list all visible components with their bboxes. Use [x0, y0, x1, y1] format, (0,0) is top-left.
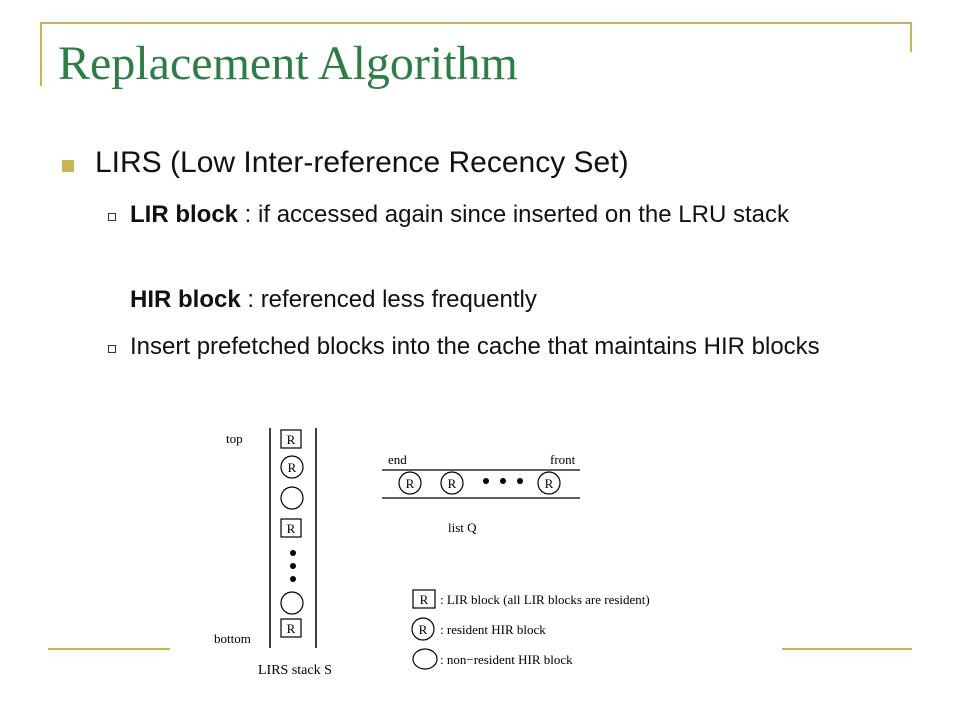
stack-resident-hir-block-1: [280, 455, 304, 479]
list-front-label: front: [550, 452, 576, 467]
bullet-square-icon: [62, 160, 74, 172]
sub-bullet-icon: [108, 345, 116, 353]
list-resident-hir-block-3: [537, 471, 561, 495]
block-letter: R: [420, 592, 429, 607]
legend-lir-text: : LIR block (all LIR blocks are resident…: [440, 592, 650, 607]
legend-nonresident-hir-text: : non−resident HIR block: [440, 652, 573, 667]
stack-lir-block-2: [280, 518, 302, 538]
block-letter: R: [288, 460, 297, 475]
stack-ellipsis-dot: [290, 550, 296, 556]
lirs-diagram: top bottom LIRS stack S R R R R end fron…: [170, 410, 782, 692]
legend-resident-hir-text: : resident HIR block: [440, 622, 546, 637]
list-end-label: end: [388, 452, 407, 467]
stack-lir-block-3: [280, 618, 302, 638]
list-resident-hir-block-2: [440, 471, 464, 495]
slide-title: Replacement Algorithm: [58, 37, 518, 90]
sub-bullet-icon: [108, 213, 116, 221]
stack-ellipsis-dot: [290, 563, 296, 569]
frame-left-line: [40, 22, 42, 86]
block-letter: R: [406, 476, 415, 491]
block-letter: R: [545, 476, 554, 491]
stack-nonresident-hir-block-1: [280, 486, 304, 510]
frame-right-line: [910, 22, 912, 52]
legend-nonresident-hir-icon: [412, 648, 438, 670]
stack-caption: LIRS stack S: [258, 663, 332, 678]
lir-block-term: LIR block: [130, 201, 239, 228]
legend-lir-block-icon: [412, 589, 436, 609]
list-ellipsis-dot: [483, 478, 489, 484]
stack-top-label: top: [226, 431, 243, 446]
block-letter: R: [287, 432, 296, 447]
frame-top-line: [40, 22, 912, 24]
frame-bottom-right-line: [782, 648, 912, 650]
lir-block-definition: : if accessed again since inserted on th…: [238, 201, 789, 228]
legend-resident-hir-icon: [411, 617, 435, 641]
block-letter: R: [287, 521, 296, 536]
lirs-diagram-svg: top bottom LIRS stack S R R R R end fron…: [214, 428, 650, 678]
hir-block-definition: : referenced less frequently: [240, 286, 537, 313]
stack-ellipsis-dot: [290, 576, 296, 582]
block-letter: R: [419, 622, 428, 637]
hir-block-item: HIR block : referenced less frequently: [130, 283, 537, 317]
frame-bottom-left-line: [48, 648, 170, 650]
list-ellipsis-dot: [517, 478, 523, 484]
stack-nonresident-hir-block-2: [280, 591, 304, 615]
block-letter: R: [448, 476, 457, 491]
stack-bottom-label: bottom: [214, 631, 251, 646]
list-ellipsis-dot: [500, 478, 506, 484]
main-bullet-text: LIRS (Low Inter-reference Recency Set): [95, 146, 629, 179]
block-letter: R: [287, 621, 296, 636]
list-caption: list Q: [448, 520, 477, 535]
lir-block-item: LIR block : if accessed again since inse…: [130, 198, 870, 232]
stack-lir-block-1: [280, 429, 302, 449]
prefetch-item: Insert prefetched blocks into the cache …: [130, 333, 820, 360]
list-resident-hir-block-1: [398, 471, 422, 495]
hir-block-term: HIR block: [130, 286, 241, 313]
